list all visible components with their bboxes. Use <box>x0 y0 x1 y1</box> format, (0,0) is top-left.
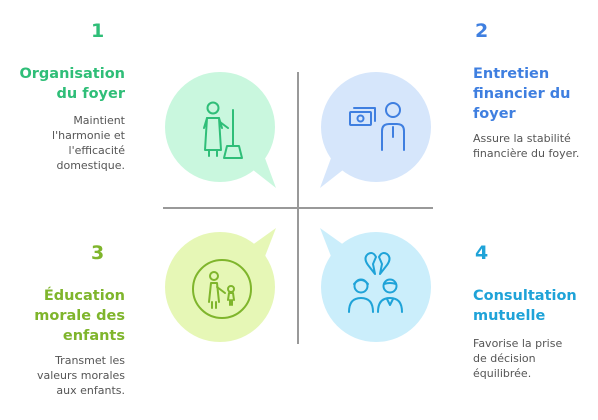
item-1-title: Organisation du foyer <box>19 66 125 102</box>
item-1-number: 1 <box>91 20 105 42</box>
bubble-financier <box>320 72 431 188</box>
item-2-description: Assure la stabilité financière du foyer. <box>473 132 580 160</box>
item-3-description: Transmet les valeurs morales aux enfants… <box>36 354 125 397</box>
item-3-number: 3 <box>91 242 105 264</box>
item-2-number: 2 <box>475 20 489 42</box>
couple-broken-heart-icon <box>348 252 403 313</box>
item-1-description: Maintient l'harmonie et l'efficacité dom… <box>52 114 125 172</box>
bubble-education <box>165 228 276 342</box>
bubble-consultation <box>320 228 431 342</box>
parent-child-icon <box>192 259 252 319</box>
item-2-title: Entretien financier du foyer <box>473 66 571 122</box>
housekeeper-broom-icon <box>203 101 243 159</box>
item-4-number: 4 <box>475 242 489 264</box>
item-4-description: Favorise la prise de décision équilibrée… <box>473 337 563 380</box>
item-3-title: Éducation morale des enfants <box>34 288 125 344</box>
person-money-icon <box>349 102 405 151</box>
item-4-title: Consultation mutuelle <box>473 288 577 324</box>
